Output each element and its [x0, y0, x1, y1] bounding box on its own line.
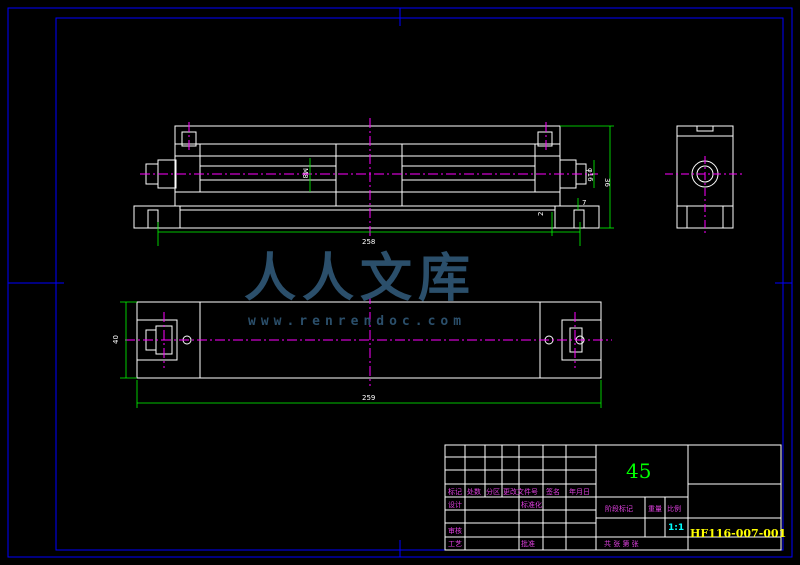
header-date: 年月日 — [569, 487, 590, 496]
front-length-label: 258 — [362, 238, 375, 246]
weight-label: 重量 — [648, 505, 662, 513]
top-length-label: 259 — [362, 394, 375, 402]
header-mark: 标记 — [448, 487, 462, 496]
header-change-doc: 更改文件号 — [503, 487, 538, 496]
drawing-number: HF116-007-001 — [690, 527, 786, 540]
front-small-b-label: 7 — [582, 199, 586, 207]
row-design: 设计 — [448, 500, 462, 509]
row-approve: 批准 — [521, 539, 535, 548]
scale-label: 比例 — [667, 504, 681, 513]
material-value: 45 — [626, 459, 651, 483]
front-bore-label: φ16 — [586, 168, 594, 182]
stage-label: 阶段标记 — [605, 504, 633, 513]
centering-marks — [8, 8, 792, 557]
sheet-label: 共 张 第 张 — [604, 539, 639, 548]
top-width-label: 40 — [112, 335, 120, 344]
inner-frame — [55, 17, 784, 551]
top-dimensions — [120, 301, 602, 408]
title-block — [444, 444, 782, 551]
top-centerlines — [125, 294, 612, 386]
header-count: 处数 — [467, 487, 481, 496]
header-signature: 签名 — [546, 487, 560, 496]
side-centerlines — [665, 156, 745, 236]
header-zone: 分区 — [486, 487, 500, 496]
row-process: 工艺 — [448, 540, 462, 548]
front-height-label: 36 — [603, 178, 611, 187]
scale-value: 1:1 — [668, 523, 684, 533]
row-review: 审核 — [448, 526, 462, 535]
front-dimensions — [157, 125, 614, 246]
front-view — [133, 125, 600, 229]
row-standard: 标准化 — [521, 500, 542, 509]
front-small-a-label: 2 — [537, 212, 545, 216]
front-centerlines — [140, 118, 598, 236]
front-thread-label: M8 — [301, 168, 309, 179]
outer-frame — [7, 7, 793, 558]
